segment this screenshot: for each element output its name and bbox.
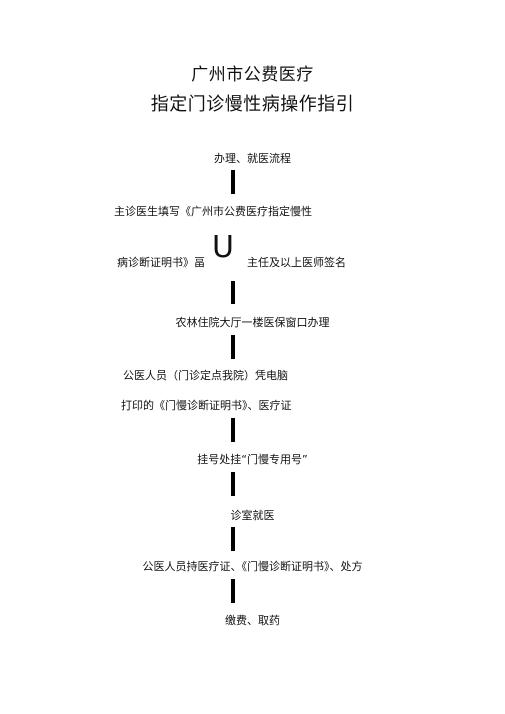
- document-title-line2: 指定门诊慢性病操作指引: [150, 94, 355, 115]
- step-pay-and-collect: 缴费、取药: [225, 614, 280, 627]
- flow-connector-2: [231, 281, 235, 304]
- flow-connector-4: [231, 418, 235, 442]
- document-title-line1: 广州市公费医疗: [191, 65, 314, 85]
- step-present-documents: 公医人员持医疗证、《门慢诊断证明书》、处方: [142, 560, 363, 573]
- step-process-heading: 办理、就医流程: [214, 152, 291, 165]
- u-glyph: U: [212, 230, 234, 265]
- step-form-name: 病诊断证明书》畐: [117, 256, 205, 269]
- step-consultation: 诊室就医: [230, 509, 275, 522]
- step-doctor-fill-form: 主诊医生填写《广州市公费医疗指定慢性: [114, 205, 312, 218]
- flow-connector-3: [231, 335, 235, 359]
- step-window-processing: 农林住院大厅一楼医保窗口办理: [175, 316, 330, 329]
- step-public-staff-print: 公医人员（门诊定点我院）凭电脑: [123, 369, 288, 382]
- flow-connector-5: [231, 472, 235, 496]
- flow-connector-6: [231, 527, 235, 551]
- step-print-certificate: 打印的《门慢诊断证明书》、医疗证: [121, 399, 292, 412]
- flow-connector-7: [231, 579, 235, 603]
- flow-connector-1: [231, 170, 235, 194]
- step-chief-signature: 主任及以上医师签名: [247, 256, 346, 269]
- step-register: 挂号处挂“门慢专用号”: [197, 453, 308, 466]
